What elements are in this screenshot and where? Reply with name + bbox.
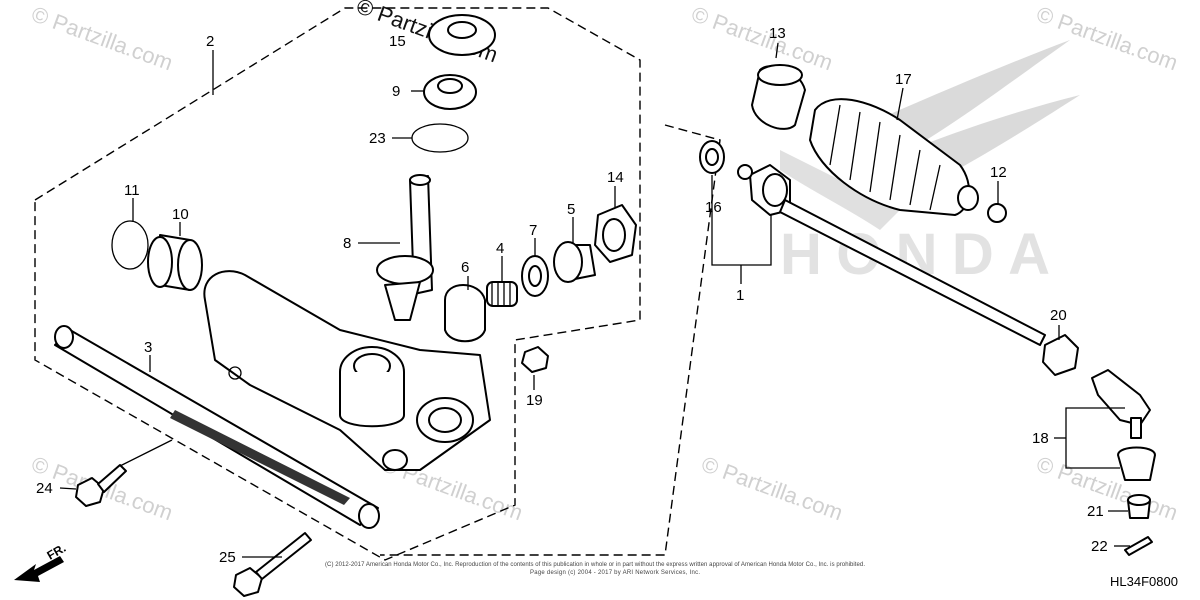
callout-10: 10 — [172, 206, 189, 223]
part-20-nut — [1042, 334, 1079, 376]
callout-14: 14 — [607, 169, 624, 186]
part-21-castle-nut — [1127, 494, 1151, 519]
callout-12: 12 — [990, 164, 1007, 181]
callout-15: 15 — [389, 33, 406, 50]
callout-23: 23 — [369, 130, 386, 147]
callout-6: 6 — [461, 259, 469, 276]
part-6-rack-guide — [444, 284, 486, 343]
part-5-adjuster — [553, 241, 596, 283]
callout-2: 2 — [206, 33, 214, 50]
watermark: © Partzilla.com — [1033, 1, 1181, 75]
callout-11: 11 — [124, 182, 140, 199]
part-9-bearing — [423, 74, 477, 110]
part-16-ring — [699, 140, 725, 174]
part-14-locknut — [594, 204, 637, 263]
callout-17: 17 — [895, 71, 912, 88]
part-15-seal — [428, 14, 496, 56]
part-1-tie-rod — [737, 164, 1046, 346]
callout-24: 24 — [36, 480, 53, 497]
part-18-ball-joint — [1091, 369, 1156, 481]
callout-16: 16 — [705, 199, 722, 216]
part-24-bolt — [75, 464, 127, 507]
callout-3: 3 — [144, 339, 152, 356]
callout-25: 25 — [219, 549, 236, 566]
part-22-cotter-pin — [1124, 536, 1153, 556]
part-11-ring — [111, 220, 149, 270]
part-10-bushing — [147, 234, 203, 291]
watermark: © Partzilla.com — [1033, 451, 1181, 525]
front-direction-arrow: FR. — [14, 541, 68, 582]
part-3-rack — [54, 325, 380, 529]
tie-rod-frame — [380, 124, 721, 556]
callout-18: 18 — [1032, 430, 1049, 447]
copyright-line-2: Page design (c) 2004 - 2017 by ARI Netwo… — [530, 570, 700, 576]
callout-labels: 1 2 3 4 5 6 7 8 9 10 11 12 13 14 15 16 1… — [36, 25, 1108, 566]
callout-9: 9 — [392, 83, 400, 100]
callout-7: 7 — [529, 222, 537, 239]
diagram-code: HL34F0800 — [1110, 574, 1178, 589]
part-7-seal — [521, 255, 549, 297]
callout-13: 13 — [769, 25, 786, 42]
part-8-pinion-shaft — [376, 174, 434, 321]
part-25-bolt — [233, 532, 312, 597]
leader-lines — [59, 42, 1130, 558]
callout-19: 19 — [526, 392, 543, 409]
callout-21: 21 — [1087, 503, 1104, 520]
direction-label: FR. — [45, 541, 69, 563]
part-19-nut — [521, 346, 549, 373]
watermark: © Partzilla.com — [28, 1, 176, 75]
watermark: © Partzilla.com — [698, 451, 846, 525]
callout-8: 8 — [343, 235, 351, 252]
callout-5: 5 — [567, 201, 575, 218]
part-4-spring — [486, 281, 518, 307]
callout-22: 22 — [1091, 538, 1108, 555]
part-23-circlip — [411, 123, 469, 153]
watermark: © Partzilla.com — [688, 1, 836, 75]
copyright-line-1: (C) 2012-2017 American Honda Motor Co., … — [325, 562, 865, 568]
callout-20: 20 — [1050, 307, 1067, 324]
part-13-band — [751, 64, 806, 130]
part-12-clip — [987, 203, 1007, 223]
callout-4: 4 — [496, 240, 504, 257]
gearbox-housing — [203, 270, 491, 471]
part-17-boot — [809, 98, 979, 216]
gearbox-assembly-frame — [34, 7, 641, 561]
callout-1: 1 — [736, 287, 744, 304]
